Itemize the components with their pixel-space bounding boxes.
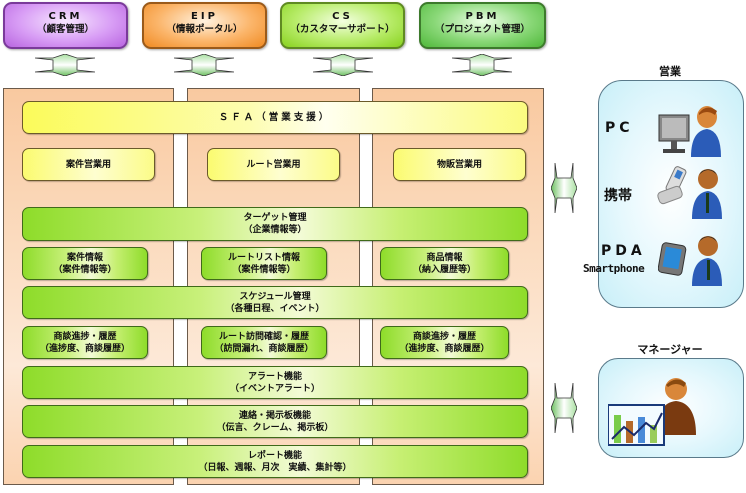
system-cs: CS （カスタマーサポート） [280,2,405,49]
system-code: CRM [48,11,83,22]
bar-title: スケジュール管理 [239,291,311,302]
manager-chart-icon [608,378,696,446]
device-label-mobile: 携帯 [604,188,632,204]
bar-subtitle: （進捗度、商談履歴） [39,343,130,354]
info-project: 案件情報 （案件情報等） [22,247,148,280]
sales-type-project: 案件営業用 [22,148,155,181]
sales-type-product: 物販営業用 [393,148,526,181]
bar-subtitle: （イベントアラート） [229,383,320,394]
double-arrow-icon [35,54,95,76]
bar-subtitle: （企業情報等） [243,225,307,235]
bar-title: 商談進捗・履歴 [412,331,476,342]
schedule-management-bar: スケジュール管理 （各種日程、イベント） [22,286,528,319]
alert-function-bar: アラート機能 （イベントアラート） [22,366,528,399]
pc-user-icon [658,106,721,157]
double-arrow-icon [452,54,512,76]
bar-title: 案件情報 [66,252,103,263]
pda-user-icon [658,236,722,286]
bar-title: 商品情報 [426,252,463,263]
bar-title: アラート機能 [247,371,302,382]
system-pbm: PBM （プロジェクト管理） [419,2,546,49]
device-label-pda: PDA [601,243,646,259]
sales-type-label: 案件営業用 [65,159,111,170]
report-function-bar: レポート機能 （日報、週報、月次 実績、集計等） [22,445,528,478]
bar-subtitle: （日報、週報、月次 実績、集計等） [198,462,352,473]
progress-product: 商談進捗・履歴 （進捗度、商談履歴） [380,326,509,359]
system-crm: CRM （顧客管理） [3,2,128,49]
device-sublabel-smartphone: Smartphone [583,262,645,275]
sales-type-label: ルート営業用 [246,159,301,170]
bar-subtitle: （進捗度、商談履歴） [399,343,490,354]
bar-title: ルートリスト情報 [227,252,300,263]
bar-title: レポート機能 [247,450,302,461]
info-product: 商品情報 （納入履歴等） [380,247,509,280]
message-board-bar: 連絡・掲示板機能 （伝言、クレーム、掲示板） [22,405,528,438]
bar-title: 連絡・掲示板機能 [238,410,311,421]
system-code: PBM [465,11,500,22]
bar-subtitle: （納入履歴等） [412,264,476,275]
info-route-list: ルートリスト情報 （案件情報等） [201,247,327,280]
bar-subtitle: （伝言、クレーム、掲示板） [216,422,334,433]
bar-subtitle: （各種日程、イベント） [225,303,325,314]
target-management-bar: ターゲット管理 （企業情報等） [22,207,528,241]
progress-route: ルート訪問確認・履歴 （訪問漏れ、商談履歴） [201,326,327,359]
system-name: （情報ポータル） [166,24,243,35]
system-code: EIP [191,11,218,22]
bar-title: ターゲット管理 [243,213,307,223]
double-arrow-icon [313,54,373,76]
sales-type-route: ルート営業用 [207,148,340,181]
double-arrow-icon [174,54,234,76]
mobile-user-icon [657,166,722,219]
bar-title: ルート訪問確認・履歴 [218,331,309,342]
system-name: （顧客管理） [36,24,94,35]
bar-subtitle: （案件情報等） [53,264,117,275]
manager-panel-title: マネージャー [637,343,703,356]
device-label-pc: PC [605,120,634,136]
system-eip: EIP （情報ポータル） [142,2,267,49]
double-arrow-icon [551,163,577,213]
system-name: （カスタマーサポート） [290,24,395,35]
sfa-label: ＳＦＡ（営業支援） [218,111,332,123]
sfa-bar: ＳＦＡ（営業支援） [22,101,528,134]
bar-subtitle: （案件情報等） [232,264,296,275]
bar-subtitle: （訪問漏れ、商談履歴） [214,343,314,354]
double-arrow-icon [551,383,577,433]
progress-project: 商談進捗・履歴 （進捗度、商談履歴） [22,326,148,359]
sales-panel-title: 営業 [659,65,681,78]
system-name: （プロジェクト管理） [434,24,530,35]
bar-title: 商談進捗・履歴 [53,331,117,342]
system-code: CS [332,11,353,22]
sales-type-label: 物販営業用 [436,159,482,170]
